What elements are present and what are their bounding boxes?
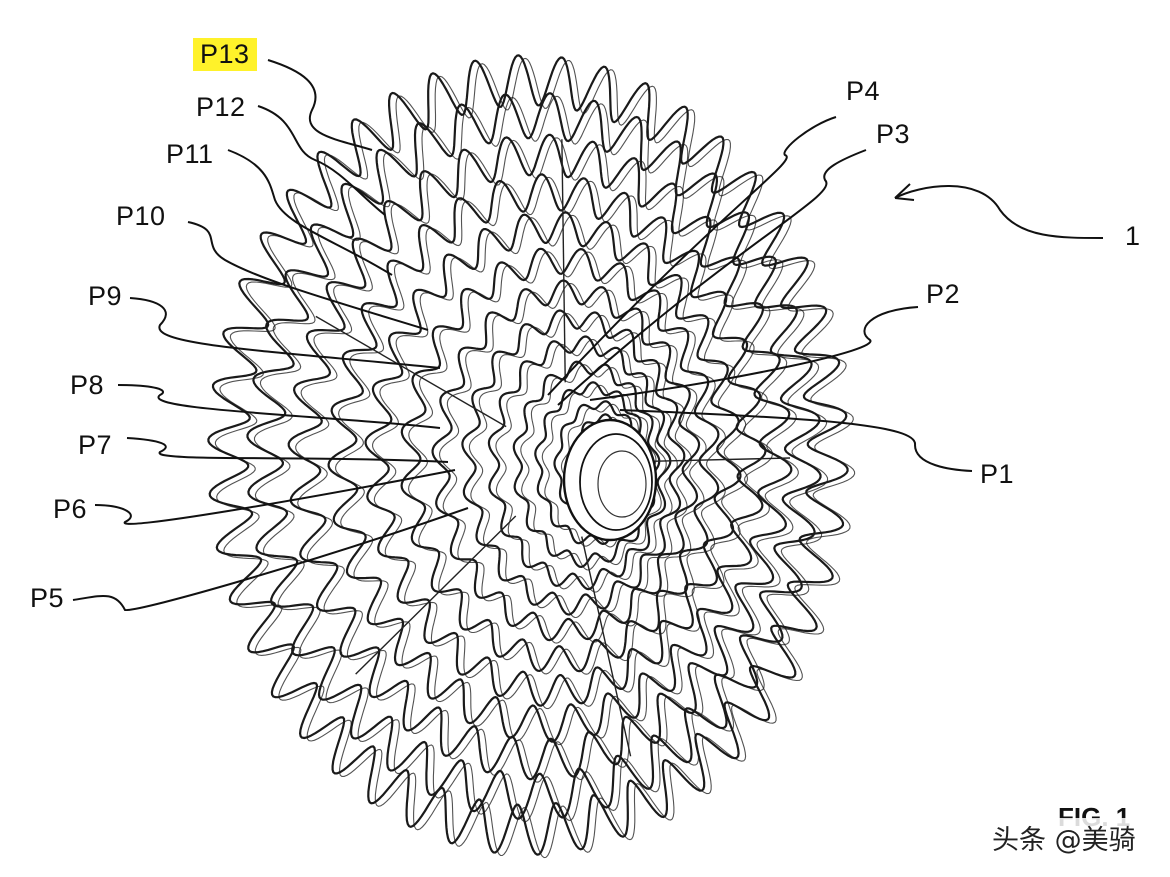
label-p2: P2: [926, 279, 961, 309]
sprocket-stack: [207, 54, 856, 859]
label-p12: P12: [196, 92, 246, 122]
label-p10: P10: [116, 201, 166, 231]
hub-body: [562, 418, 658, 542]
watermark: 头条 @美骑: [988, 818, 1140, 857]
label-p4: P4: [846, 76, 881, 106]
label-p6: P6: [53, 494, 88, 524]
label-p11: P11: [166, 139, 214, 169]
label-p5: P5: [30, 583, 65, 613]
label-p13: P13: [193, 38, 257, 71]
label-p3: P3: [876, 119, 911, 149]
leader-lines: [72, 59, 1104, 612]
label-p7: P7: [78, 430, 113, 460]
label-assembly-1: 1: [1125, 221, 1141, 251]
label-p9: P9: [88, 281, 123, 311]
label-p1: P1: [980, 459, 1015, 489]
label-p8: P8: [70, 370, 105, 400]
